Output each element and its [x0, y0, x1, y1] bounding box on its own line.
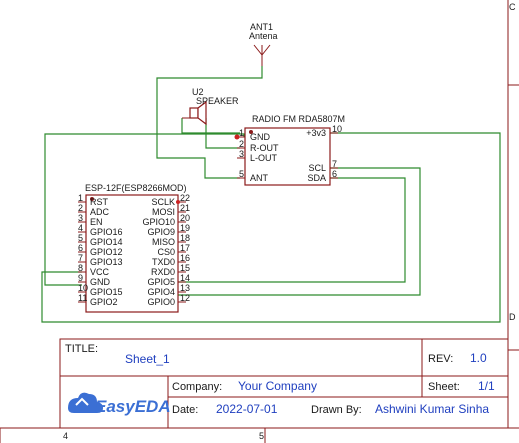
esp-pin-name: GPIO12: [90, 247, 123, 257]
esp-pin-number: 2: [78, 203, 83, 213]
rev-value: 1.0: [470, 351, 487, 365]
esp-pin-number: 11: [78, 293, 87, 303]
esp-pin-number: 18: [180, 233, 190, 243]
radio-pin-name: GND: [250, 132, 271, 142]
radio-pin-name: L-OUT: [250, 153, 278, 163]
antenna-ref: ANT1: [250, 22, 273, 32]
speaker-ref: U2: [192, 87, 204, 97]
date-label: Date:: [172, 404, 198, 416]
esp-pin-name: TXD0: [152, 257, 175, 267]
radio-pin-number: 1: [239, 128, 244, 138]
esp-pin-name: ADC: [90, 207, 110, 217]
esp-pin-name: SCLK: [151, 197, 175, 207]
esp-pin-name: GPIO0: [147, 297, 175, 307]
esp-pin-name: GPIO10: [142, 217, 175, 227]
company-label: Company:: [172, 381, 222, 393]
esp-pin-name: GPIO2: [90, 297, 118, 307]
esp-pin-number: 4: [78, 223, 83, 233]
esp-pin-name: CS0: [157, 247, 175, 257]
esp-pin-name: GND: [90, 277, 111, 287]
drawn-value: Ashwini Kumar Sinha: [375, 402, 489, 416]
radio-title: RADIO FM RDA5807M: [252, 114, 345, 124]
esp-pin-number: 7: [78, 253, 83, 263]
radio-pin-name: ANT: [250, 173, 269, 183]
esp-pin-name: MOSI: [152, 207, 175, 217]
esp-pin-name: GPIO5: [147, 277, 175, 287]
sheet-value: 1/1: [478, 379, 495, 393]
speaker-symbol: U2 SPEAKER: [182, 87, 239, 126]
esp-pin-number: 21: [180, 203, 190, 213]
wire-3v3: [41, 132, 501, 323]
easyeda-logo: EasyEDA: [68, 392, 171, 416]
date-value: 2022-07-01: [216, 402, 278, 416]
esp-pin-number: 17: [180, 243, 190, 253]
radio-pin-number: 2: [239, 139, 244, 149]
radio-pin-name: SDA: [307, 173, 326, 183]
antenna-symbol: ANT1 Antena: [249, 22, 278, 66]
esp-pin-number: 8: [78, 263, 83, 273]
frame-col-label: 5: [259, 431, 264, 441]
radio-pin-number: 6: [332, 169, 337, 179]
esp-pin-number: 10: [78, 283, 88, 293]
title-label: TITLE:: [65, 343, 98, 355]
esp-pin-number: 9: [78, 273, 83, 283]
esp-title: ESP-12F(ESP8266MOD): [85, 183, 187, 193]
radio-pin-name: SCL: [308, 163, 326, 173]
esp-pin-number: 14: [180, 273, 190, 283]
esp-pin-name: RST: [90, 197, 109, 207]
esp-pin-number: 5: [78, 233, 83, 243]
wires: [41, 66, 501, 323]
radio-pin-number: 10: [332, 124, 342, 134]
wire-spk-rout: [205, 118, 240, 149]
wire-spk-gnd: [181, 118, 240, 134]
radio-module: RADIO FM RDA5807M 1 GND 2 R-OUT 3 L-OUT 5 ANT 1…: [237, 114, 345, 186]
esp-pin-number: 12: [180, 293, 190, 303]
wire-sda: [178, 177, 406, 283]
esp-pin-number: 20: [180, 213, 190, 223]
esp-pin-number: 3: [78, 213, 83, 223]
antenna-value: Antena: [249, 31, 278, 41]
esp-pin-name: GPIO13: [90, 257, 123, 267]
radio-pin-name: +3v3: [306, 128, 326, 138]
frame-col-label: 4: [63, 431, 68, 441]
esp-pin-name: GPIO9: [147, 227, 175, 237]
radio-pin-number: 7: [332, 159, 337, 169]
esp-pin-number: 15: [180, 263, 190, 273]
company-value: Your Company: [238, 379, 317, 393]
esp-pin-name: GPIO15: [90, 287, 123, 297]
radio-pin-number: 3: [239, 149, 244, 159]
esp-pin-number: 1: [78, 193, 83, 203]
radio-pin-number: 5: [239, 169, 244, 179]
drawn-label: Drawn By:: [311, 404, 362, 416]
wire-scl: [178, 167, 421, 296]
esp-pin-number: 6: [78, 243, 83, 253]
esp-pin-number: 19: [180, 223, 190, 233]
esp-pin-name: GPIO14: [90, 237, 123, 247]
esp-pin-name: EN: [90, 217, 103, 227]
speaker-value: SPEAKER: [196, 96, 239, 106]
esp-pin-name: MISO: [152, 237, 175, 247]
wire-ant: [156, 66, 263, 179]
esp-pin-number: 16: [180, 253, 190, 263]
logo-text: EasyEDA: [95, 397, 171, 416]
rev-label: REV:: [428, 353, 453, 365]
sheet-label: Sheet:: [428, 381, 460, 393]
title-block: TITLE: Sheet_1 REV: 1.0 Company: Your Co…: [59, 338, 509, 429]
esp-pin-name: GPIO16: [90, 227, 123, 237]
esp-pin-name: VCC: [90, 267, 110, 277]
wire-gnd: [44, 133, 245, 286]
radio-pin-name: R-OUT: [250, 143, 279, 153]
esp-pin-number: 13: [180, 283, 190, 293]
frame-row-label: C: [509, 2, 516, 12]
frame-row-label: D: [509, 312, 516, 322]
sheet-title: Sheet_1: [125, 352, 170, 366]
esp-pin-name: GPIO4: [147, 287, 175, 297]
esp-pin-name: RXD0: [151, 267, 175, 277]
esp-pin-number: 22: [180, 193, 190, 203]
junctions: [176, 134, 240, 204]
